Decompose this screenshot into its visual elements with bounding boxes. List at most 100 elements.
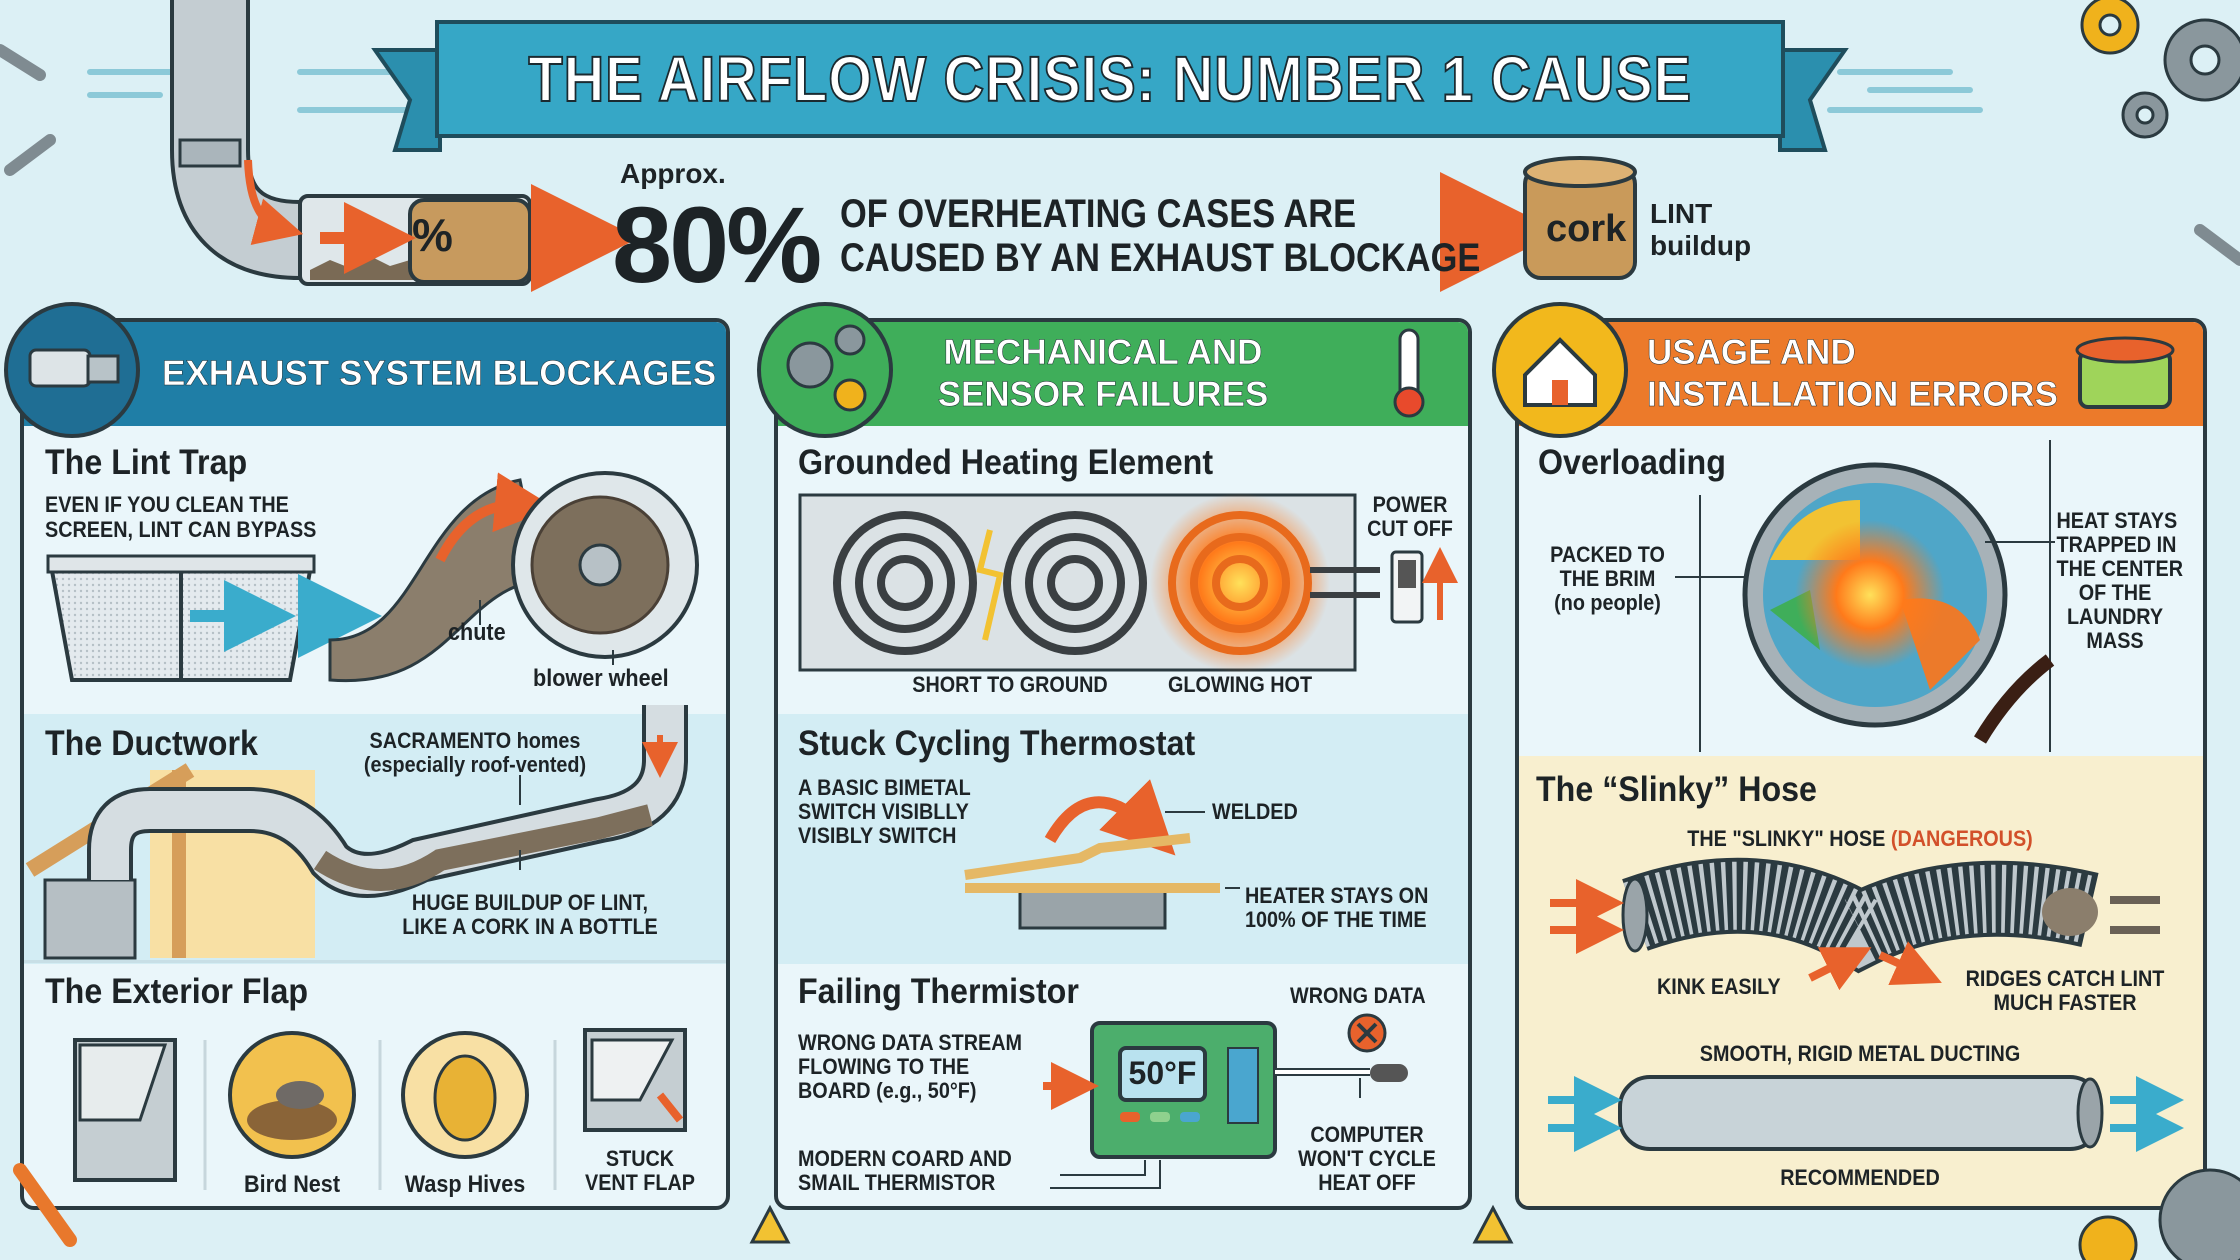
error-x-icon [1347, 1013, 1387, 1053]
usage-title-1: USAGE AND [1647, 333, 1856, 373]
gear-icon [2121, 18, 2240, 1260]
modern-board-label-1: MODERN COARD AND [798, 1146, 1012, 1171]
glowing-hot-label: GLOWING HOT [1167, 672, 1313, 697]
thermostat-desc-2: SWITCH VISIBLLY [798, 799, 969, 824]
power-label-1: POWER [1372, 492, 1448, 517]
stuck-flap-label-2: VENT FLAP [584, 1170, 695, 1195]
blower-wheel-icon [511, 471, 699, 659]
screwdriver-icon [13, 1163, 77, 1247]
wrong-data-label: WRONG DATA [1290, 983, 1426, 1008]
approx-label: Approx. [620, 158, 726, 189]
thermostat-desc-3: VISIBLY SWITCH [798, 823, 957, 848]
thermistor-desc-3: BOARD (e.g., 50°F) [798, 1078, 977, 1103]
overloaded-drum-icon [1742, 462, 2008, 728]
slinky-heading: The “Slinky” Hose [1536, 770, 1817, 809]
thermistor-desc-1: WRONG DATA STREAM [798, 1030, 1023, 1055]
lint-label-1: LINT [1650, 198, 1713, 229]
bird-nest-label: Bird Nest [243, 1171, 341, 1198]
stuck-flap-icon [583, 1028, 687, 1132]
power-switch-icon [1390, 547, 1458, 624]
short-to-ground-label: SHORT TO GROUND [912, 672, 1108, 697]
stat-line-1: OF OVERHEATING CASES ARE [840, 192, 1357, 236]
duct-pipe-icon [87, 705, 688, 898]
lint-trap-heading: The Lint Trap [45, 443, 248, 482]
recommended-label: RECOMMENDED [1780, 1165, 1940, 1190]
slinky-subtitle-text: THE "SLINKY" HOSE [1687, 826, 1886, 851]
heat-label-6: MASS [2086, 628, 2144, 653]
wasp-hives-label: Wasp Hives [404, 1171, 526, 1198]
mechanical-title-1: MECHANICAL AND [943, 333, 1263, 373]
packed-label-2: THE BRIM [1559, 566, 1656, 591]
computer-label-1: COMPUTER [1310, 1122, 1424, 1147]
heat-label-2: TRAPPED IN [2056, 532, 2177, 557]
wind-lines-icon [87, 69, 1983, 113]
divider [24, 960, 726, 963]
exhaust-title: EXHAUST SYSTEM BLOCKAGES [162, 354, 717, 394]
ridges-label-2: MUCH FASTER [1993, 990, 2137, 1015]
vent-flap-icon [73, 1038, 177, 1182]
thermostat-desc-1: A BASIC BIMETAL [798, 775, 971, 800]
scorch-mark [1973, 654, 2055, 744]
heating-element-icon [798, 493, 1380, 673]
divider-line [1699, 440, 2051, 752]
thermometer-icon [1393, 328, 1425, 418]
exhaust-header: EXHAUST SYSTEM BLOCKAGES [24, 322, 726, 426]
chute-icon [328, 472, 555, 683]
lint-screen-icon [46, 554, 382, 682]
warning-icon [749, 1204, 1514, 1244]
slinky-hose-icon [1621, 857, 2099, 974]
thermistor-probe-icon [1050, 1064, 1408, 1189]
board-display-temp: 50°F [1128, 1055, 1197, 1091]
bird-nest-icon [228, 1031, 356, 1159]
exhaust-pipe-icon [170, 0, 639, 292]
computer-label-3: HEAT OFF [1318, 1170, 1416, 1195]
heater-label-1: HEATER STAYS ON [1245, 883, 1429, 908]
heat-label-3: THE CENTER [2056, 556, 2184, 581]
modern-board-label-2: SMAIL THERMISTOR [798, 1170, 996, 1195]
rigid-duct-icon [1618, 1075, 2104, 1151]
lint-label-2: buildup [1650, 230, 1752, 261]
buildup-label-2: LIKE A CORK IN A BOTTLE [402, 914, 658, 939]
duct-icon [4, 302, 140, 438]
usage-title-2: INSTALLATION ERRORS [1647, 375, 2058, 415]
ductwork-heading: The Ductwork [45, 724, 258, 763]
overloading-heading: Overloading [1538, 443, 1726, 482]
ductwork-label-2: (especially roof-vented) [363, 752, 587, 777]
mechanical-title-2: SENSOR FAILURES [937, 375, 1269, 415]
thermostat-heading: Stuck Cycling Thermostat [798, 724, 1196, 763]
title-banner: THE AIRFLOW CRISIS: NUMBER 1 CAUSE [435, 20, 1785, 138]
stat-percent: 80% [612, 184, 822, 305]
smooth-duct-label: SMOOTH, RIGID METAL DUCTING [1699, 1041, 2021, 1066]
wasp-hive-icon [401, 1031, 529, 1159]
cork-label: cork [1546, 208, 1627, 250]
stat-line-2: CAUSED BY AN EXHAUST BLOCKAGE [840, 236, 1481, 280]
power-label-2: CUT OFF [1367, 516, 1453, 541]
gears-icon [757, 302, 893, 438]
danger-label: (DANGEROUS) [1890, 826, 2033, 851]
chute-label: chute [448, 619, 506, 646]
kink-label: KINK EASILY [1657, 974, 1781, 999]
mechanical-header: MECHANICAL AND SENSOR FAILURES [778, 322, 1468, 426]
buildup-label-1: HUGE BUILDUP OF LINT, [411, 890, 649, 915]
slinky-subtitle: THE "SLINKY" HOSE (DANGEROUS) [1644, 826, 2076, 851]
exterior-flap-heading: The Exterior Flap [45, 972, 309, 1011]
computer-label-2: WON'T CYCLE [1298, 1146, 1436, 1171]
bimetal-switch-icon [964, 779, 1240, 930]
laundry-basket-icon [2075, 336, 2175, 409]
page-title: THE AIRFLOW CRISIS: NUMBER 1 CAUSE [527, 42, 1692, 116]
heat-label-1: HEAT STAYS [2056, 508, 2178, 533]
cork-icon [1523, 156, 1637, 280]
packed-label-3: (no people) [1554, 590, 1661, 615]
blower-wheel-label: blower wheel [533, 665, 669, 692]
heat-label-4: OF THE [2078, 580, 2152, 605]
banner-ribbon [371, 48, 1849, 152]
grounded-heading: Grounded Heating Element [798, 443, 1214, 482]
packed-label-1: PACKED TO [1550, 542, 1665, 567]
stuck-flap-label-1: STUCK [605, 1146, 675, 1171]
gear-icon [2078, 1215, 2138, 1260]
welded-label: WELDED [1212, 799, 1298, 824]
thermistor-heading: Failing Thermistor [798, 972, 1079, 1011]
pipe-percent-symbol: % [412, 209, 453, 261]
house-icon [1492, 302, 1628, 438]
heat-label-5: LAUNDRY [2066, 604, 2164, 629]
